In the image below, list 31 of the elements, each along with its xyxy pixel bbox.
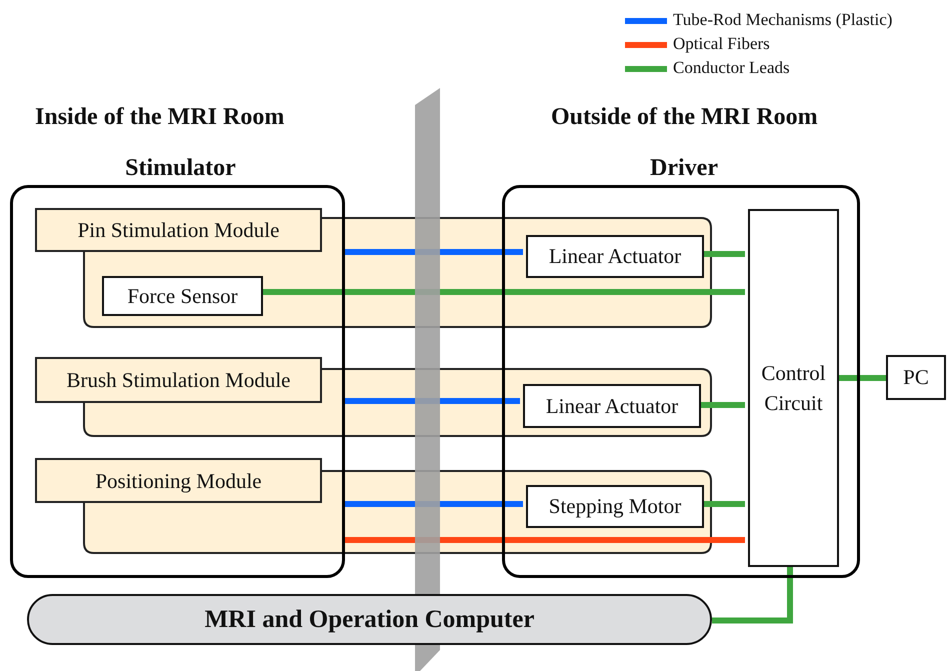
module-tab [35, 357, 322, 403]
connector-line [345, 398, 520, 404]
legend-text: Tube-Rod Mechanisms (Plastic) [673, 10, 892, 30]
box-label: Force Sensor [127, 282, 238, 310]
group-heading: Driver [649, 155, 719, 182]
connector-line [345, 249, 523, 255]
legend-text: Conductor Leads [673, 58, 790, 78]
box-label: Linear Actuator [548, 243, 682, 270]
box-label: Linear Actuator [546, 392, 678, 420]
module-title: Positioning Module [94, 468, 263, 494]
group-heading: Stimulator [124, 155, 237, 182]
box-label: Stepping Motor [548, 493, 682, 520]
module-title: Pin Stimulation Module [76, 218, 280, 243]
legend-text: Optical Fibers [673, 34, 770, 54]
box-label: MRI and Operation Computer [204, 606, 534, 634]
section-heading: Outside of the MRI Room [551, 104, 818, 131]
component-box [526, 235, 704, 278]
component-box [526, 485, 704, 528]
component-box [886, 355, 946, 400]
component-box [523, 384, 701, 428]
computer-box [27, 594, 712, 645]
control-box [748, 209, 839, 567]
module-title: Brush Stimulation Module [65, 368, 292, 393]
box-label: Control Circuit [760, 360, 827, 417]
connector-line [345, 537, 745, 543]
connector-line [345, 501, 523, 507]
box-label: PC [903, 364, 929, 392]
module-tab [35, 458, 322, 503]
module-tab [35, 208, 322, 252]
component-box [102, 276, 263, 316]
section-heading: Inside of the MRI Room [35, 104, 284, 131]
